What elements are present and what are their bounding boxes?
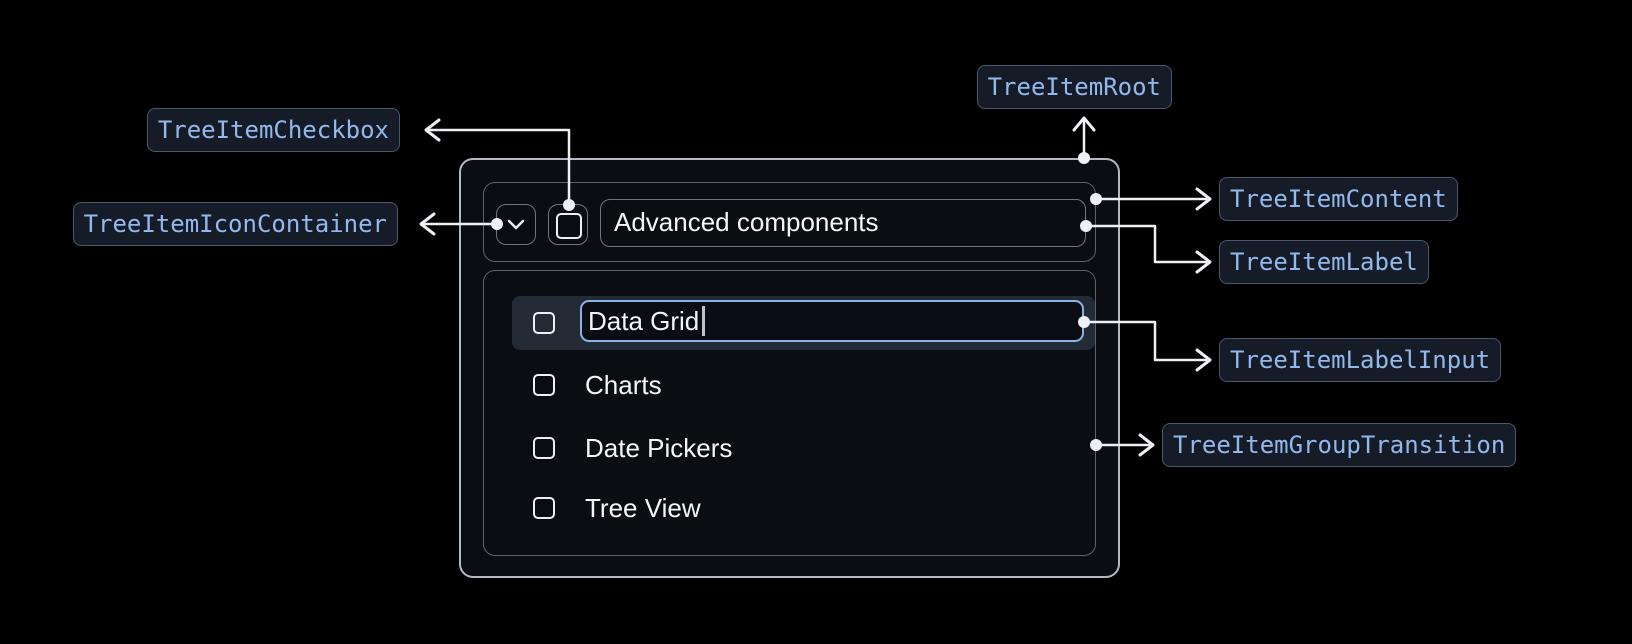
arrow-left-icon <box>424 118 441 142</box>
checkbox-unchecked-icon[interactable] <box>533 497 555 519</box>
checkbox-unchecked-icon <box>556 212 582 239</box>
badge-tree-item-group-transition: TreeItemGroupTransition <box>1162 423 1517 467</box>
badge-tree-item-label-input: TreeItemLabelInput <box>1219 338 1502 382</box>
arrow-right-icon <box>1195 187 1212 211</box>
tree-item-group-transition <box>483 270 1096 556</box>
badge-tree-item-label: TreeItemLabel <box>1219 240 1429 284</box>
arrow-right-icon <box>1195 348 1212 372</box>
tree-item-label-input[interactable]: Data Grid <box>580 300 1084 342</box>
checkbox-unchecked-icon[interactable] <box>533 312 555 334</box>
tree-item-icon-container[interactable] <box>496 204 536 245</box>
badge-tree-item-content: TreeItemContent <box>1219 177 1458 221</box>
tree-item-checkbox[interactable] <box>548 204 588 245</box>
badge-tree-item-root: TreeItemRoot <box>976 65 1172 109</box>
tree-row-label[interactable]: Charts <box>585 370 662 400</box>
tree-row-label[interactable]: Tree View <box>585 493 701 523</box>
tree-item-content[interactable] <box>483 182 1096 262</box>
text-caret <box>702 306 705 336</box>
label-input-value: Data Grid <box>588 306 700 336</box>
chevron-down-icon <box>507 219 525 229</box>
tree-item-root <box>459 158 1120 578</box>
badge-tree-item-icon-container: TreeItemIconContainer <box>72 202 398 246</box>
arrow-right-icon <box>1138 433 1155 457</box>
arrow-right-icon <box>1195 250 1212 274</box>
badge-tree-item-checkbox: TreeItemCheckbox <box>146 108 400 152</box>
checkbox-unchecked-icon[interactable] <box>533 437 555 459</box>
tree-row-label[interactable]: Date Pickers <box>585 433 733 463</box>
arrow-left-icon <box>419 212 436 236</box>
tree-item-label[interactable]: Advanced components <box>600 199 1086 247</box>
arrow-up-icon <box>1072 116 1096 132</box>
checkbox-unchecked-icon[interactable] <box>533 374 555 396</box>
